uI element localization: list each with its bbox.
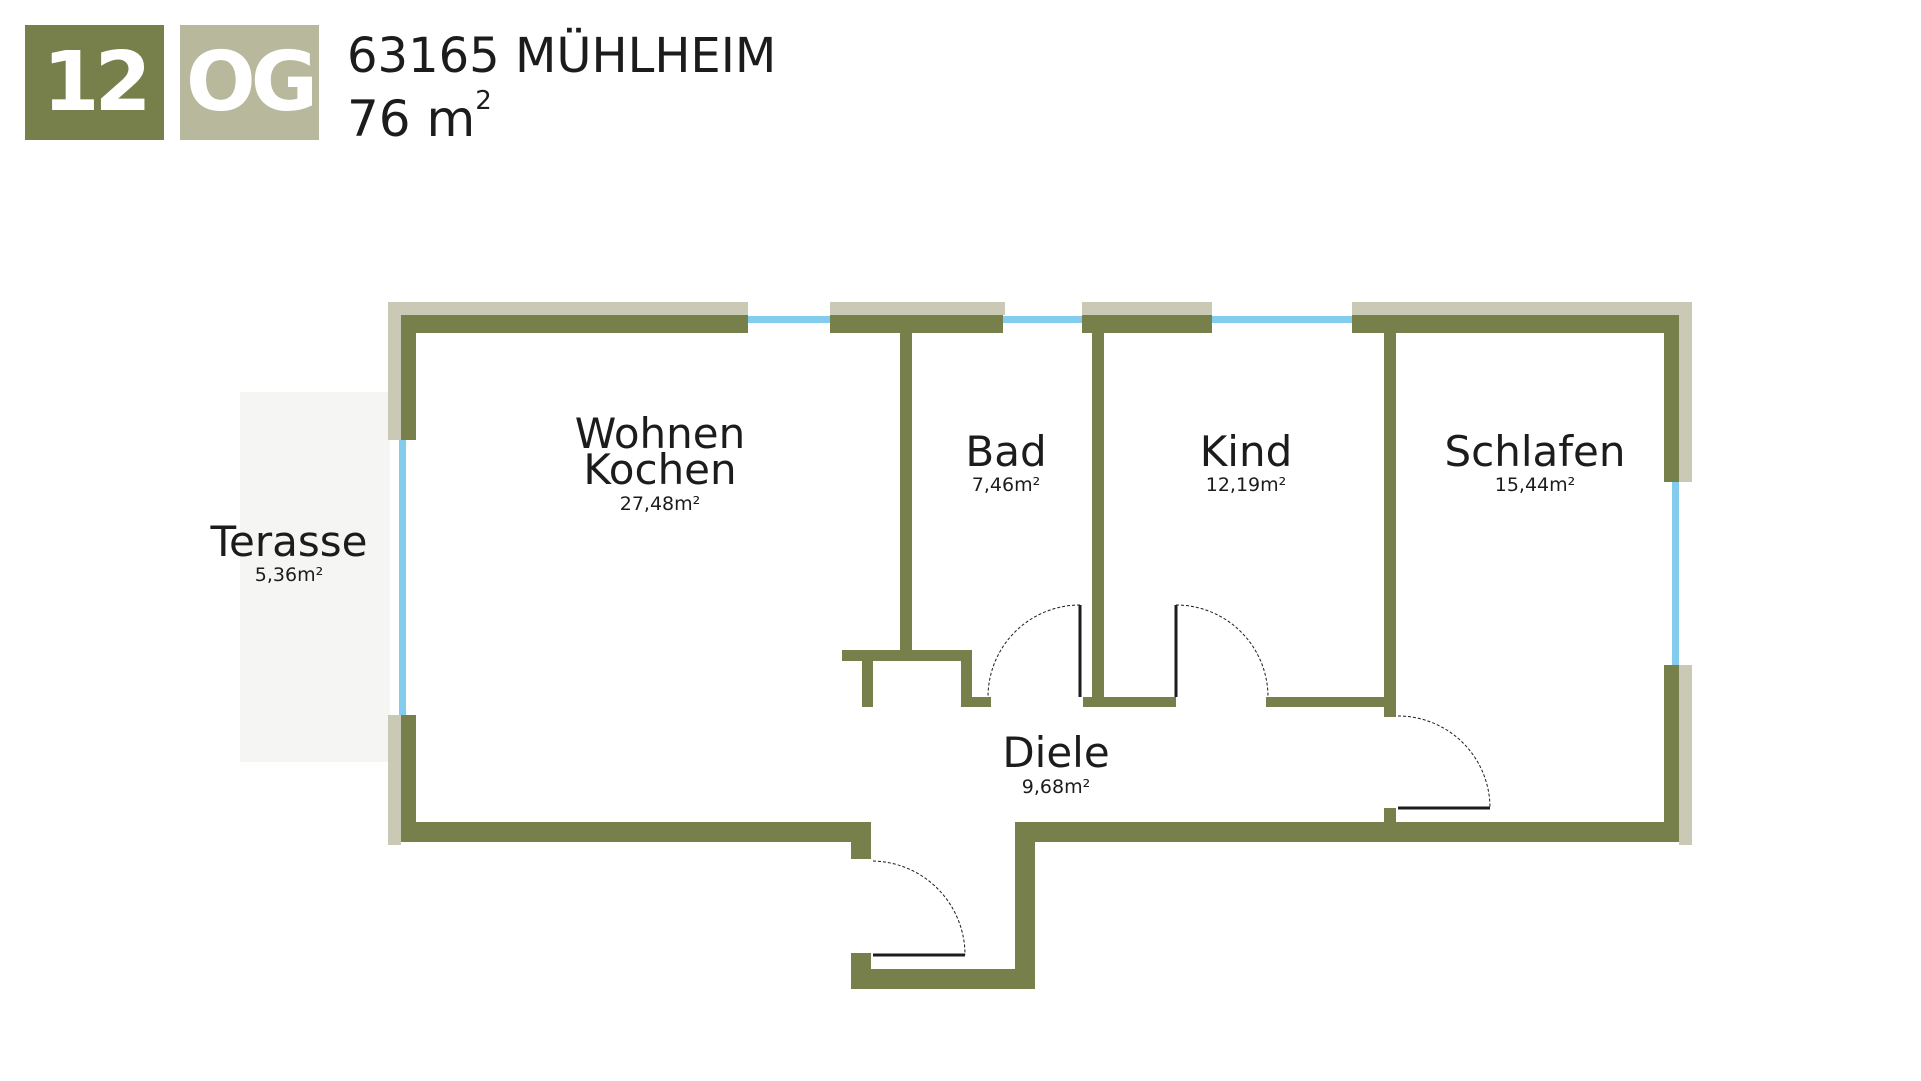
room-diele-area: 9,68m² [1022,776,1090,798]
floor-badge: OG [180,25,319,140]
wall-kind-bottom-right [1266,697,1391,707]
wall-top-kind [1082,315,1212,333]
room-wohnen-area: 27,48m² [620,493,701,515]
doors [872,604,1491,957]
window-left-terrace [399,440,406,715]
wall-bad-ledge-left [862,650,873,707]
wall-top-schlafen [1352,315,1679,333]
window-right-schlafen [1672,482,1679,665]
door-kind-swing [1175,604,1269,698]
exterior-wall-bands [388,302,1692,845]
band-right-top [1679,302,1692,482]
wall-top-wohnen [401,315,748,333]
room-terasse: Terasse 5,36m² [210,517,368,586]
room-diele: Diele 9,68m² [1002,728,1109,798]
room-schlafen-area: 15,44m² [1495,474,1576,496]
wall-bad-bottom-stub [961,697,991,707]
room-kind: Kind 12,19m² [1200,427,1293,496]
door-schlafen [1397,715,1491,810]
total-area-value: 76 m [347,90,476,148]
room-schlafen: Schlafen 15,44m² [1444,427,1625,496]
room-wohnen-name-line2: Kochen [583,445,736,494]
door-entrance [872,860,966,957]
wall-top-bad [830,315,1003,333]
band-top-kind [1082,302,1212,315]
band-left-top [388,302,401,440]
band-top-bad [830,302,1005,315]
walls [401,315,1679,989]
room-diele-name: Diele [1002,728,1109,777]
room-terasse-name: Terasse [210,517,368,566]
door-entrance-swing [872,860,966,956]
room-bad-name: Bad [965,427,1046,476]
band-top-left [388,302,748,315]
band-top-right [1352,302,1692,315]
wall-kind-schlafen [1384,315,1396,717]
wall-bad-ledge [842,650,972,661]
room-kind-name: Kind [1200,427,1293,476]
wall-entry-right [1015,822,1035,989]
wall-left-lower [401,715,416,842]
wall-bottom-left [401,822,871,842]
room-bad: Bad 7,46m² [965,427,1046,496]
wall-bad-left [900,315,912,654]
wall-right-lower [1664,665,1679,842]
terrace-area [240,392,390,762]
room-terasse-area: 5,36m² [255,564,323,586]
unit-number-badge: 12 [25,25,164,140]
wall-entry-bottom [851,969,1035,989]
wall-bottom-right [1015,822,1679,842]
room-wohnen-name-line1: Wohnen [575,409,745,458]
room-wohnen: Wohnen Kochen 27,48m² [575,409,745,515]
window-top-bad [1003,316,1083,323]
wall-kind-bottom-left [1083,697,1176,707]
total-area: 76 m2 [347,86,492,148]
wall-right-upper [1664,315,1679,482]
wall-schlafen-stub [1384,808,1396,822]
wall-entry-left-stub [851,822,871,859]
door-schlafen-swing [1397,715,1491,809]
windows [399,316,1679,715]
wall-bad-ledge-right [961,650,972,707]
band-right-bottom [1679,665,1692,845]
address: 63165 MÜHLHEIM [347,28,777,84]
wall-bad-right [1092,315,1104,707]
window-top-wohnen [748,316,832,323]
total-area-exponent: 2 [475,86,492,116]
door-kind [1174,604,1269,698]
room-schlafen-name: Schlafen [1444,427,1625,476]
room-bad-area: 7,46m² [972,474,1040,496]
door-bad-swing [987,604,1081,698]
wall-left-upper [401,315,416,440]
room-kind-area: 12,19m² [1206,474,1287,496]
door-bad [987,604,1082,698]
window-top-kind [1211,316,1353,323]
band-left-bottom [388,715,401,845]
